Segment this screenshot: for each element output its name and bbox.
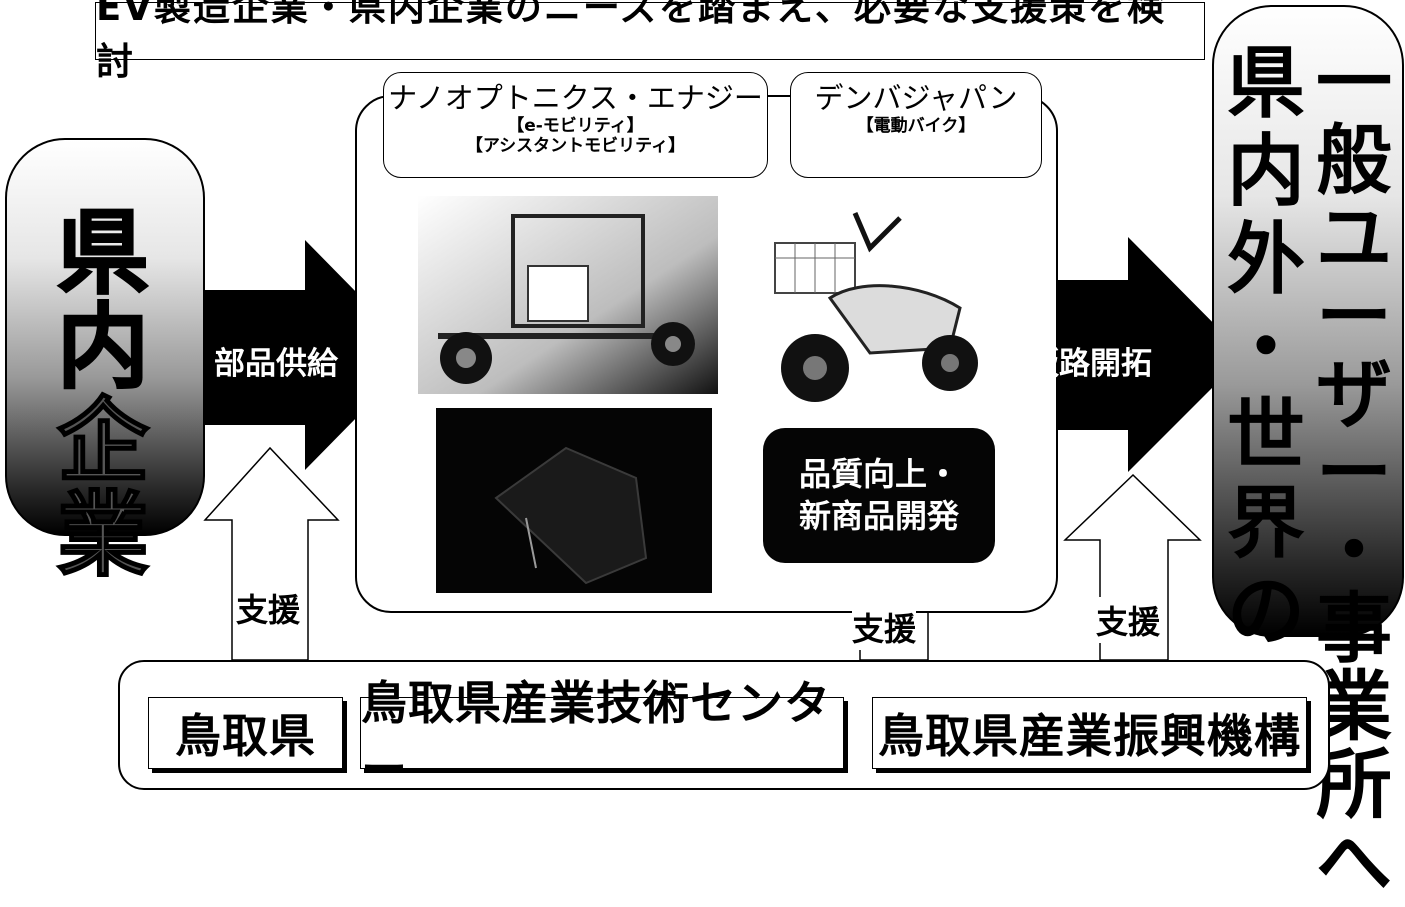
right-char: ー [1316, 428, 1392, 517]
right-char: 内 [1226, 127, 1305, 217]
page-title: EV製造企業・県内企業のニーズを踏まえ、必要な支援策を検討 [95, 0, 1205, 83]
right-char: 一 [1316, 38, 1392, 127]
quality-line: 新商品開発 [798, 496, 959, 535]
support-label: 支援 [236, 585, 301, 631]
right-char: へ [1316, 818, 1392, 907]
right-char: の [1226, 567, 1305, 657]
local-companies-label: 県 内 企 業 [38, 200, 168, 589]
company-label-nano: ナノオプトニクス・エナジー 【e-モビリティ】 【アシスタントモビリティ】 [383, 72, 768, 178]
product-label: 【e-モビリティ】 [507, 115, 644, 136]
support-label: 支援 [852, 604, 917, 650]
sales-arrow [1014, 237, 1245, 472]
company-name: ナノオプトニクス・エナジー [388, 81, 763, 115]
left-char: 内 [56, 294, 150, 401]
right-char: 県 [1226, 39, 1305, 129]
electric-scooter-photo [760, 188, 990, 410]
e-mobility-photo [418, 196, 718, 394]
left-char: 県 [56, 200, 150, 307]
left-char: 企 [56, 388, 150, 495]
quality-improvement-box: 品質向上・ 新商品開発 [763, 428, 995, 563]
assist-mobility-photo [436, 408, 712, 593]
right-char: 般 [1316, 116, 1392, 205]
local-companies-node [5, 138, 205, 536]
supply-arrow [205, 240, 418, 470]
right-char: 外 [1226, 215, 1305, 305]
right-char: ユ [1316, 194, 1392, 283]
right-char: ・ [1226, 303, 1305, 393]
company-label-denba: デンバジャパン 【電動バイク】 [790, 72, 1042, 178]
company-name: デンバジャパン [814, 81, 1018, 115]
support-arrow-right [1063, 473, 1202, 661]
right-char: ・ [1316, 506, 1392, 595]
right-char: ー [1316, 272, 1392, 361]
org-tottori-prefecture: 鳥取県 [148, 697, 343, 769]
product-label: 【アシスタントモビリティ】 [465, 136, 686, 157]
support-label: 支援 [1096, 597, 1161, 643]
product-label: 【電動バイク】 [856, 115, 976, 136]
quality-line: 品質向上・ [798, 454, 959, 493]
right-char: 界 [1226, 479, 1305, 569]
users-label-col1: 県 内 外 ・ 世 界 の [1222, 45, 1310, 651]
right-char: 事 [1316, 584, 1392, 673]
right-char: 世 [1226, 391, 1305, 481]
right-char: ザ [1316, 350, 1392, 439]
sales-arrow-label: 販路開拓 [1028, 346, 1152, 382]
users-node [1212, 5, 1404, 637]
org-industrial-tech-center: 鳥取県産業技術センター [360, 676, 844, 796]
org-industrial-promotion-agency: 鳥取県産業振興機構 [872, 697, 1307, 769]
left-char: 業 [56, 482, 150, 589]
supply-arrow-label: 部品供給 [214, 346, 338, 382]
